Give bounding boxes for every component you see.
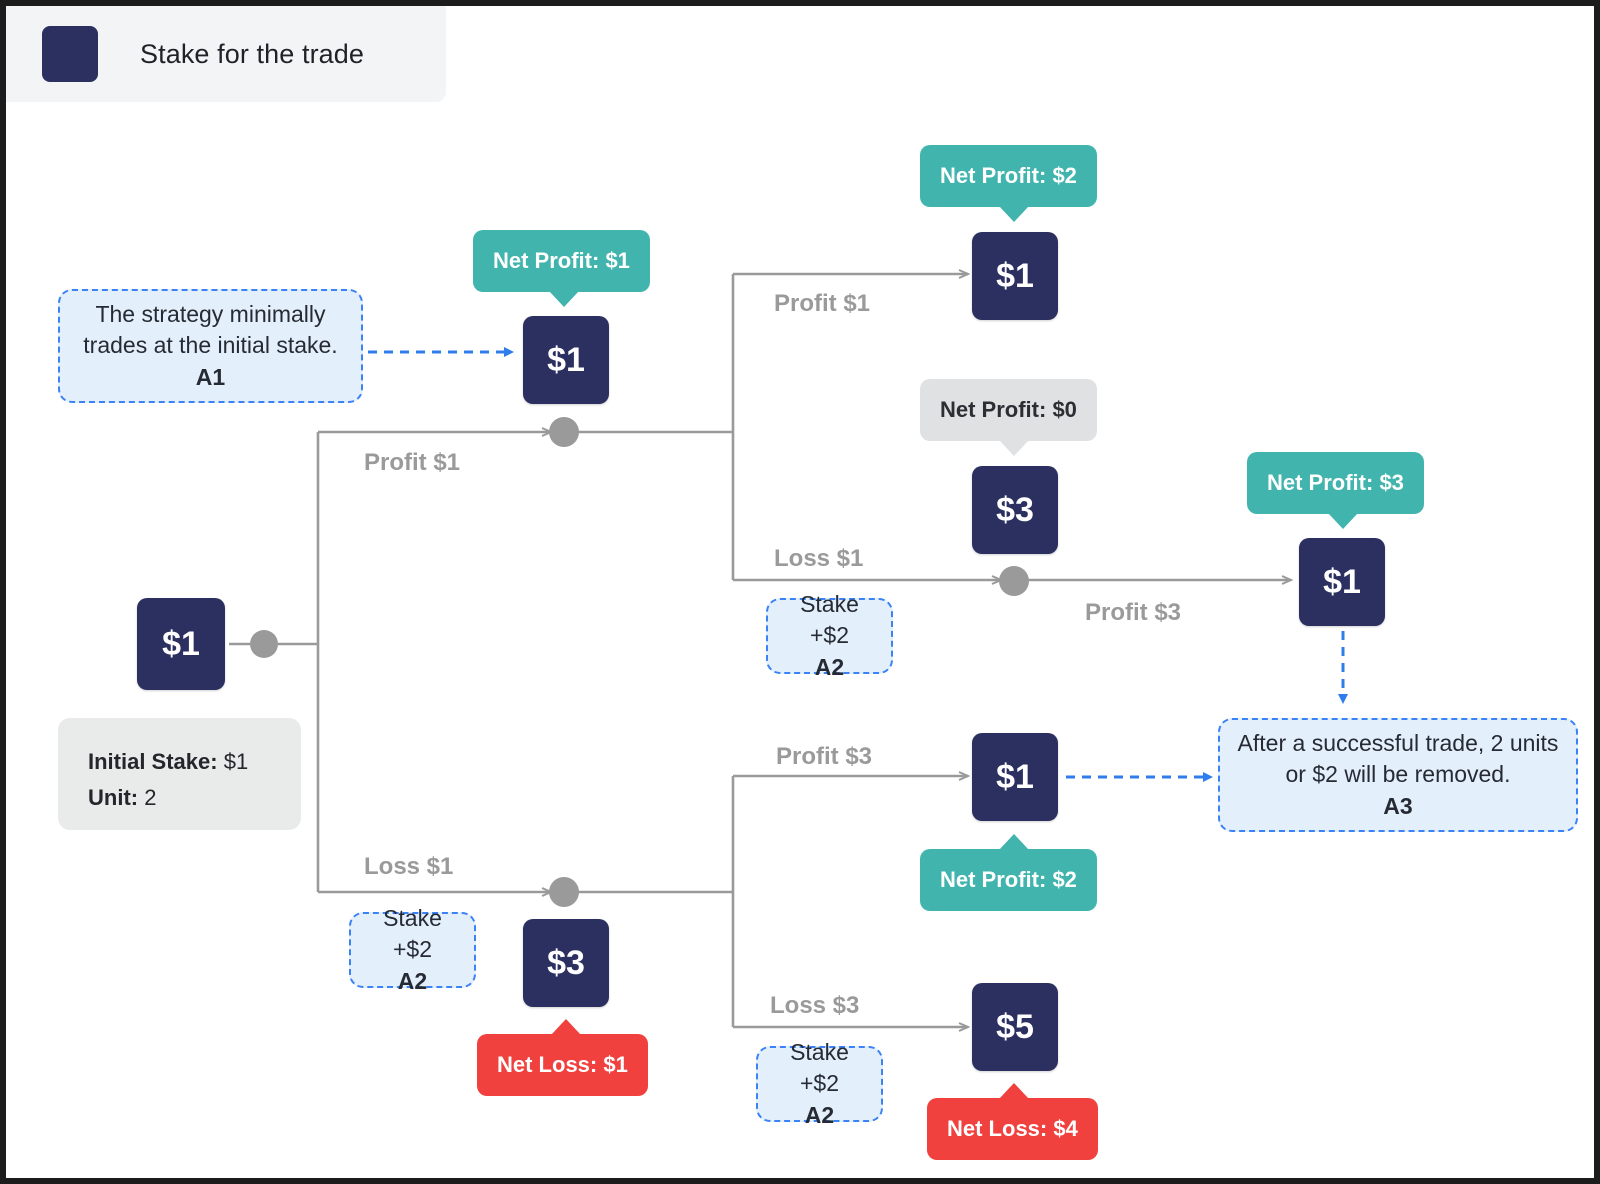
callout-text: Net Profit: $3 [1267, 470, 1404, 495]
callout-net-profit-up: Net Profit: $1 [473, 230, 650, 307]
junction-dot-upper [549, 417, 579, 447]
note-a3: After a successful trade, 2 units or $2 … [1218, 718, 1578, 832]
note-text: Stake +$2 [383, 905, 442, 962]
edge-label-root-up: Profit $1 [364, 449, 461, 476]
junction-dot-lower [549, 877, 579, 907]
note-a1: The strategy minimally trades at the ini… [58, 289, 363, 403]
callout-net-loss-down-down: Net Loss: $4 [927, 1083, 1098, 1160]
note-text: After a successful trade, 2 units or $2 … [1237, 730, 1559, 787]
edge-label-down-up: Profit $3 [776, 743, 873, 770]
initial-stake-info: Initial Stake: $1 Unit: 2 [58, 718, 301, 830]
stake-node-up-up[interactable]: $1 [972, 232, 1058, 320]
unit-row: Unit: 2 [88, 780, 271, 816]
callout-net-profit-up-down-up: Net Profit: $3 [1247, 452, 1424, 529]
unit-key: Unit: [88, 785, 139, 811]
initial-stake-row: Initial Stake: $1 [88, 744, 271, 780]
edge-label-down-down: Loss $3 [770, 992, 860, 1019]
stake-node-up-down[interactable]: $3 [972, 466, 1058, 554]
callout-tail [549, 291, 579, 307]
note-a2-upper: Stake +$2 A2 [766, 591, 893, 680]
callout-net-profit-up-down: Net Profit: $0 [920, 379, 1097, 456]
callout-text: Net Profit: $0 [940, 397, 1077, 422]
callout-net-profit-up-up: Net Profit: $2 [920, 145, 1097, 222]
callout-text: Net Profit: $2 [940, 163, 1077, 188]
legend-label: Stake for the trade [140, 38, 365, 69]
junction-dot-updown [999, 566, 1029, 596]
note-text: Stake +$2 [800, 591, 859, 648]
callout-tail [999, 834, 1029, 850]
junction-dot-root [250, 630, 278, 658]
stake-node-up[interactable]: $1 [523, 316, 609, 404]
diagram-canvas: Stake for the trade $1 $1 $1 $3 $1 $3 $1… [6, 6, 1594, 1178]
callout-text: Net Profit: $1 [493, 248, 630, 273]
note-tag: A2 [814, 654, 845, 681]
edge-label-up-up: Profit $1 [774, 290, 871, 317]
initial-stake-key: Initial Stake: [88, 749, 218, 774]
initial-stake-value: $1 [223, 749, 249, 774]
callout-net-loss-down: Net Loss: $1 [477, 1019, 648, 1096]
stake-node-down-down[interactable]: $5 [972, 983, 1058, 1071]
callout-tail [999, 440, 1029, 456]
legend-swatch [42, 26, 98, 82]
callout-text: Net Profit: $2 [940, 867, 1077, 892]
note-a2-lower: Stake +$2 A2 [349, 905, 476, 994]
unit-value: 2 [144, 785, 157, 811]
callout-tail [999, 206, 1029, 222]
stake-node-up-down-up[interactable]: $1 [1299, 538, 1385, 626]
edge-label-root-down: Loss $1 [364, 853, 454, 880]
edge-label-up-down-right: Profit $3 [1085, 599, 1182, 626]
callout-tail [1328, 513, 1358, 529]
edge-label-up-down: Loss $1 [774, 545, 864, 572]
callout-tail [999, 1083, 1029, 1099]
callout-net-profit-down-up: Net Profit: $2 [920, 834, 1097, 911]
callout-tail [551, 1019, 581, 1035]
stake-node-root[interactable]: $1 [137, 598, 225, 690]
note-a2-bottom: Stake +$2 A2 [756, 1039, 883, 1128]
callout-text: Net Loss: $1 [497, 1052, 628, 1077]
stake-node-down-up[interactable]: $1 [972, 733, 1058, 821]
note-tag: A2 [804, 1102, 835, 1129]
legend: Stake for the trade [6, 6, 446, 102]
note-tag: A2 [397, 968, 428, 995]
note-tag: A1 [195, 364, 226, 391]
note-text: The strategy minimally trades at the ini… [83, 301, 338, 358]
note-text: Stake +$2 [790, 1039, 849, 1096]
stake-node-down[interactable]: $3 [523, 919, 609, 1007]
note-tag: A3 [1383, 793, 1413, 820]
callout-text: Net Loss: $4 [947, 1116, 1078, 1141]
